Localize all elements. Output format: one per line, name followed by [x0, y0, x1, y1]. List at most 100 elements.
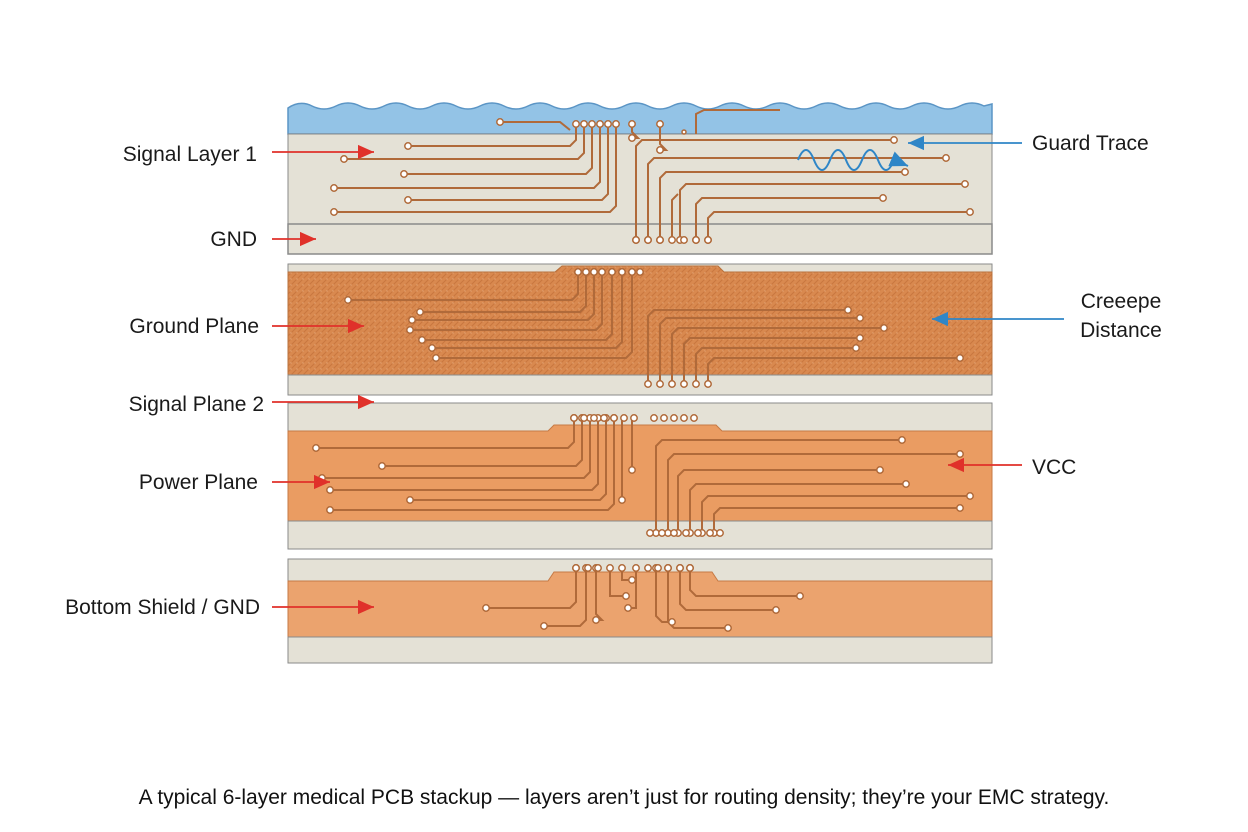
ground-plane-bottom-edge	[287, 374, 993, 396]
via-pad	[406, 326, 414, 334]
via-pad	[658, 529, 666, 537]
label-signal-layer-1: Signal Layer 1	[122, 143, 257, 166]
copper-trace	[683, 337, 860, 384]
via-pad	[656, 236, 664, 244]
via-pad	[956, 504, 964, 512]
via-pad	[432, 354, 440, 362]
callout-arrows	[272, 135, 1064, 615]
via-pad	[628, 134, 636, 142]
copper-trace	[432, 272, 623, 349]
label-signal-plane-2: Signal Plane 2	[128, 393, 264, 416]
via-pad	[592, 616, 600, 624]
via-pad	[956, 450, 964, 458]
via-pad	[676, 564, 684, 572]
copper-trace	[707, 357, 960, 384]
via-pad	[664, 564, 672, 572]
via-pad	[620, 414, 628, 422]
copper-trace	[647, 309, 848, 384]
via-pad	[570, 414, 578, 422]
via-pad	[694, 529, 702, 537]
copper-trace	[436, 272, 633, 359]
via-pad	[496, 118, 504, 126]
copper-trace	[422, 272, 613, 341]
via-pad	[632, 564, 640, 572]
via-pad	[890, 136, 898, 144]
via-pad	[668, 380, 676, 388]
via-pad	[901, 168, 909, 176]
via-pad	[632, 236, 640, 244]
copper-trace	[382, 418, 583, 467]
via-pad	[942, 154, 950, 162]
copper-trace	[330, 418, 615, 511]
via-pad	[584, 564, 592, 572]
via-pad	[606, 564, 614, 572]
via-pad	[668, 618, 676, 626]
via-pad	[670, 529, 678, 537]
copper-trace	[410, 272, 603, 331]
copper-trace	[334, 124, 617, 213]
copper-trace	[635, 139, 894, 240]
via-pad	[704, 236, 712, 244]
top-solder-mask	[287, 102, 993, 135]
label-creepage-line2: Distance	[1080, 319, 1162, 343]
via-pad	[482, 604, 490, 612]
copper-trace	[316, 418, 575, 449]
copper-trace	[322, 418, 591, 479]
copper-trace	[412, 272, 595, 321]
copper-trace	[667, 453, 960, 533]
via-pad	[956, 354, 964, 362]
via-pad	[582, 268, 590, 276]
copper-trace	[677, 469, 880, 533]
via-pad	[326, 506, 334, 514]
via-pad	[622, 592, 630, 600]
copper-trace	[695, 109, 780, 134]
copper-trace	[486, 568, 577, 609]
via-pad	[686, 564, 694, 572]
via-pad	[668, 236, 676, 244]
copper-trace	[344, 124, 585, 160]
via-pad	[656, 120, 664, 128]
copper-trace	[671, 327, 884, 384]
copper-trace	[707, 211, 970, 240]
via-pad	[856, 314, 864, 322]
copper-trace	[689, 483, 906, 533]
via-pad	[404, 142, 412, 150]
label-bottom-shield: Bottom Shield / GND	[65, 596, 260, 619]
via-pad	[628, 576, 636, 584]
via-pad	[966, 492, 974, 500]
copper-trace	[609, 568, 626, 597]
copper-trace	[544, 568, 587, 627]
via-pad	[902, 480, 910, 488]
via-pad	[580, 120, 588, 128]
label-ground-plane: Ground Plane	[129, 315, 259, 338]
via-pad	[644, 236, 652, 244]
copper-trace	[330, 418, 599, 491]
via-pad	[608, 268, 616, 276]
via-pad	[330, 184, 338, 192]
via-pad	[400, 170, 408, 178]
label-creepage-line1: Creeepe	[1080, 290, 1162, 313]
via-pad	[856, 334, 864, 342]
via-pad	[660, 414, 668, 422]
copper-trace	[420, 272, 587, 313]
copper-trace	[334, 124, 601, 189]
copper-trace	[404, 124, 593, 175]
via-pad	[628, 120, 636, 128]
bottom-shield-copper	[287, 571, 993, 638]
label-gnd: GND	[210, 228, 257, 251]
label-vcc: VCC	[1032, 456, 1077, 479]
via-pad	[644, 380, 652, 388]
via-pad	[572, 120, 580, 128]
via-pad	[330, 208, 338, 216]
copper-trace	[410, 418, 607, 501]
via-pad	[326, 486, 334, 494]
via-pad	[656, 380, 664, 388]
via-pad	[682, 529, 690, 537]
copper-trace	[695, 347, 856, 384]
via-pad	[670, 414, 678, 422]
via-pad	[404, 196, 412, 204]
via-pad	[378, 462, 386, 470]
via-pad	[680, 236, 688, 244]
via-pad	[628, 466, 636, 474]
via-pad	[612, 120, 620, 128]
